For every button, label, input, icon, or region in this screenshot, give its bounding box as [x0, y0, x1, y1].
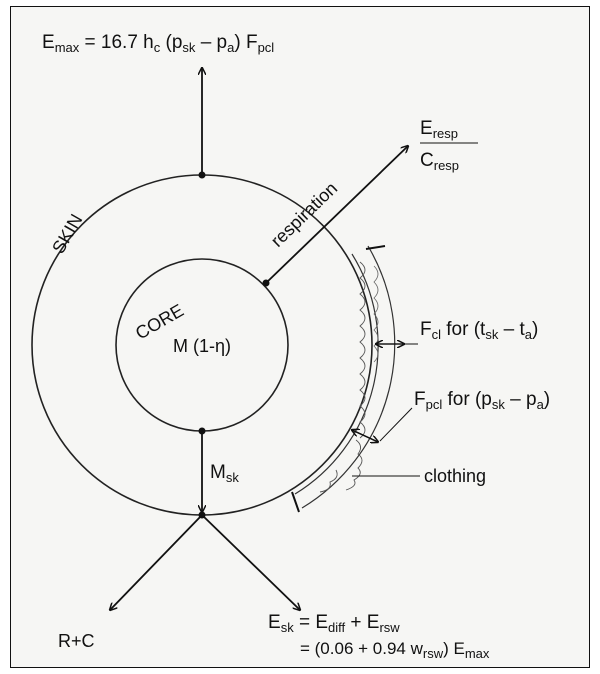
respiration-arrow [265, 146, 408, 284]
esk-arrow [201, 514, 300, 610]
esk-equation-label: = (0.06 + 0.94 wrsw) Emax [300, 639, 490, 661]
skin-top-node [198, 171, 206, 179]
metabolism-label: M (1-η) [173, 336, 231, 356]
cresp-label: Cresp [420, 150, 459, 173]
emax-label: Emax = 16.7 hc (psk – pa) Fpcl [42, 32, 274, 55]
rc-arrow [110, 514, 203, 610]
fpcl-label: Fpcl for (psk – pa) [414, 389, 550, 412]
msk-label: Msk [210, 462, 239, 485]
clothing-label: clothing [424, 466, 486, 486]
core-node [262, 279, 270, 287]
respiration-label: respiration [267, 178, 341, 251]
eresp-label: Eresp [420, 118, 458, 141]
rc-label: R+C [58, 631, 95, 651]
skin-label: SKIN [48, 211, 86, 257]
esk-label: Esk = Ediff + Ersw [268, 612, 400, 635]
diagram-frame [10, 6, 590, 668]
fcl-label: Fcl for (tsk – ta) [420, 319, 538, 342]
core-bottom-node [198, 427, 206, 435]
clothing-layer [291, 245, 396, 513]
